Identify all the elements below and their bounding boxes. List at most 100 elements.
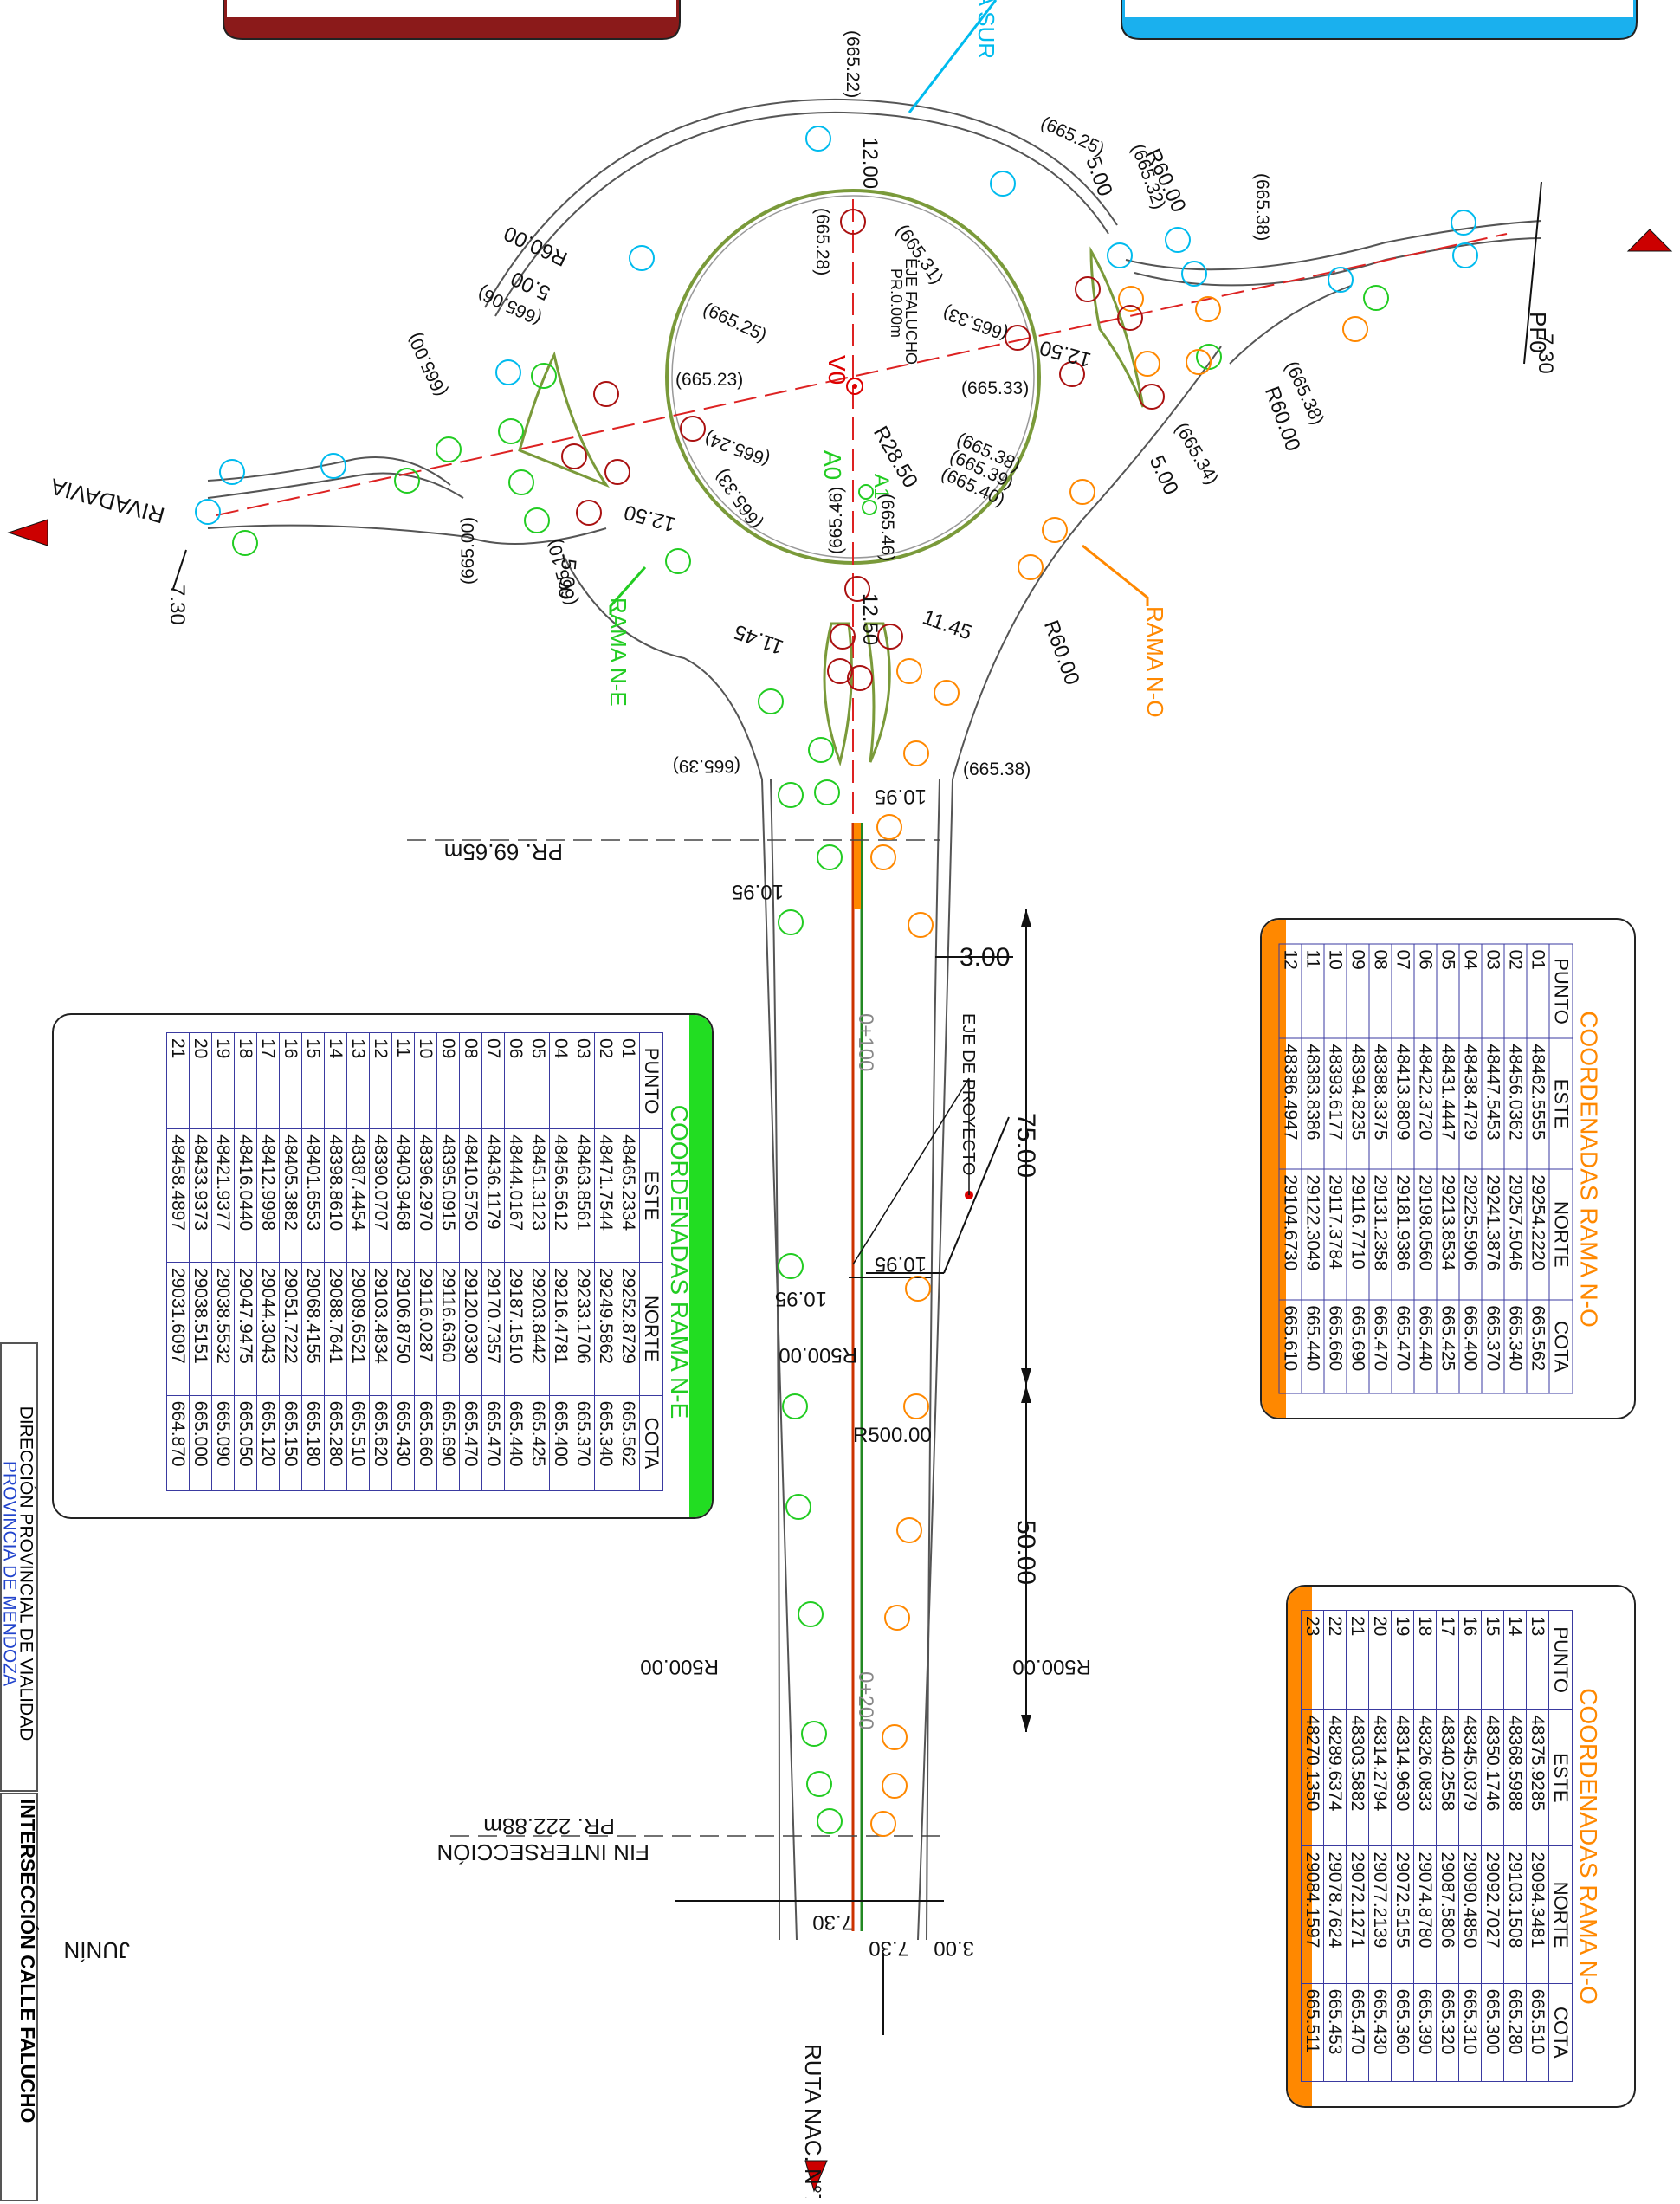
- table-cell: 665.430: [1368, 1983, 1392, 2082]
- junin-arrow: [1626, 229, 1673, 252]
- table-cell: 29181.9386: [1392, 1168, 1414, 1300]
- table-cell: 18: [234, 1032, 257, 1129]
- table-cell: 48456.5612: [549, 1128, 572, 1263]
- col-header: COTA: [1549, 1299, 1573, 1393]
- table-cell: 665.562: [617, 1395, 640, 1491]
- table-title: COORDENADAS RAMA N-E: [666, 1104, 693, 1419]
- table-cell: 09: [1347, 944, 1369, 1039]
- table-cell: 665.280: [324, 1395, 347, 1491]
- table-cell: 665.620: [369, 1395, 392, 1491]
- table-cell: 665.180: [301, 1395, 325, 1491]
- table-cell: 48413.8809: [1392, 1038, 1414, 1169]
- label-km100: 0+100: [854, 1013, 877, 1071]
- table-cell: 48314.9630: [1391, 1709, 1414, 1846]
- dim-r500-c: R500.00: [640, 1655, 719, 1678]
- table-cell: 48375.9285: [1526, 1709, 1549, 1846]
- dim-5-00-d: 5.00: [553, 558, 580, 600]
- table-cell: 29044.3043: [256, 1262, 280, 1396]
- table-cell: 665.440: [1414, 1299, 1437, 1393]
- table-cell: 29106.8750: [391, 1262, 415, 1396]
- cota-3: (665.38): [1252, 173, 1272, 241]
- label-a0: A0: [819, 450, 846, 480]
- col-header: PUNTO: [1549, 944, 1573, 1039]
- table-cell: 29122.3049: [1302, 1168, 1324, 1300]
- table-cell: 48444.0167: [504, 1128, 527, 1263]
- table-cell: 48405.3882: [279, 1128, 302, 1263]
- table-cell: 01: [617, 1032, 640, 1129]
- dim-7-30-b: 7.30: [165, 585, 189, 625]
- table-rama-no-1: COORDENADAS RAMA N-O PUNTO ESTE NORTE CO…: [1260, 918, 1636, 1419]
- cota-9: (665.25): [700, 299, 770, 346]
- label-eje-falucho: EJE FALUCHO: [902, 258, 920, 365]
- cota-5: (665.00): [404, 330, 451, 400]
- table-cell: 665.470: [459, 1395, 482, 1491]
- table-cell: 48289.6374: [1323, 1709, 1347, 1846]
- table-cell: 665.340: [594, 1395, 617, 1491]
- table-cell: 48433.9373: [189, 1128, 212, 1263]
- table-cell: 48431.4447: [1437, 1038, 1459, 1169]
- table-cell: 29103.1508: [1503, 1845, 1527, 1984]
- table-cell: 04: [1459, 944, 1482, 1039]
- table-cell: 20: [189, 1032, 212, 1129]
- table-cell: 23: [1301, 1610, 1324, 1710]
- table-title: COORDENADAS RAMA N-O: [1575, 1688, 1602, 2005]
- table-cell: 15: [1481, 1610, 1504, 1710]
- table-cell: 665.150: [279, 1395, 302, 1491]
- dim-3-00-b: 3.00: [934, 1936, 974, 1960]
- table-cell: 29116.6360: [436, 1262, 460, 1396]
- label-eje-proyecto: EJE DE PROYECTO: [959, 1013, 978, 1175]
- table-cell: 16: [279, 1032, 302, 1129]
- table-cell: 48345.0379: [1458, 1709, 1482, 1846]
- table-cell: 665.510: [1526, 1983, 1549, 2082]
- title-block-org: DIRECCIÓN PROVINCIAL DE VIALIDAD PROVINC…: [0, 1342, 38, 1792]
- dim-7-30-d: 7.30: [869, 1936, 909, 1960]
- table-title: COORDENADAS RAMA N-O: [1575, 1011, 1603, 1328]
- table-cell: 01: [1527, 944, 1549, 1039]
- table-cell: 665.400: [1459, 1299, 1482, 1393]
- table-cell: 48368.5988: [1503, 1709, 1527, 1846]
- table-cell: 48463.8561: [572, 1128, 595, 1263]
- dim-12-50-b: 12.50: [622, 500, 678, 536]
- cota-12: (665.24): [702, 428, 772, 469]
- table-cell: 665.390: [1413, 1983, 1437, 2082]
- table-cell: 48403.9468: [391, 1128, 415, 1263]
- table-cell: 48350.1746: [1481, 1709, 1504, 1846]
- cota-0: (665.22): [843, 30, 863, 98]
- table-cell: 48447.5453: [1482, 1038, 1504, 1169]
- label-pf0: PF0: [1525, 312, 1551, 353]
- table-cell: 29088.7641: [324, 1262, 347, 1396]
- table-cell: 665.440: [504, 1395, 527, 1491]
- table-cell: 11: [391, 1032, 415, 1129]
- table-cell: 06: [504, 1032, 527, 1129]
- table-cell: 08: [459, 1032, 482, 1129]
- table-cell: 29116.0287: [414, 1262, 437, 1396]
- table-cell: 02: [594, 1032, 617, 1129]
- dim-11-45-a: 11.45: [731, 619, 786, 658]
- cota-24: (665.38): [963, 759, 1031, 779]
- table-cell: 29225.5906: [1459, 1168, 1482, 1300]
- label-pr-222: PR. 222.88m: [483, 1813, 615, 1839]
- table-cell: 665.690: [1347, 1299, 1369, 1393]
- table-cell: 12: [369, 1032, 392, 1129]
- table-cell: 07: [1392, 944, 1414, 1039]
- table-rama-ne: COORDENADAS RAMA N-E PUNTO ESTE NORTE CO…: [52, 1013, 714, 1519]
- dim-7-30-a: 7.30: [1534, 333, 1557, 374]
- label-rama-ne: RAMA N-E: [605, 598, 631, 707]
- table-rama-no-2: COORDENADAS RAMA N-O PUNTO ESTE NORTE CO…: [1286, 1585, 1636, 2108]
- dim-10-95-a: 10.95: [875, 785, 927, 808]
